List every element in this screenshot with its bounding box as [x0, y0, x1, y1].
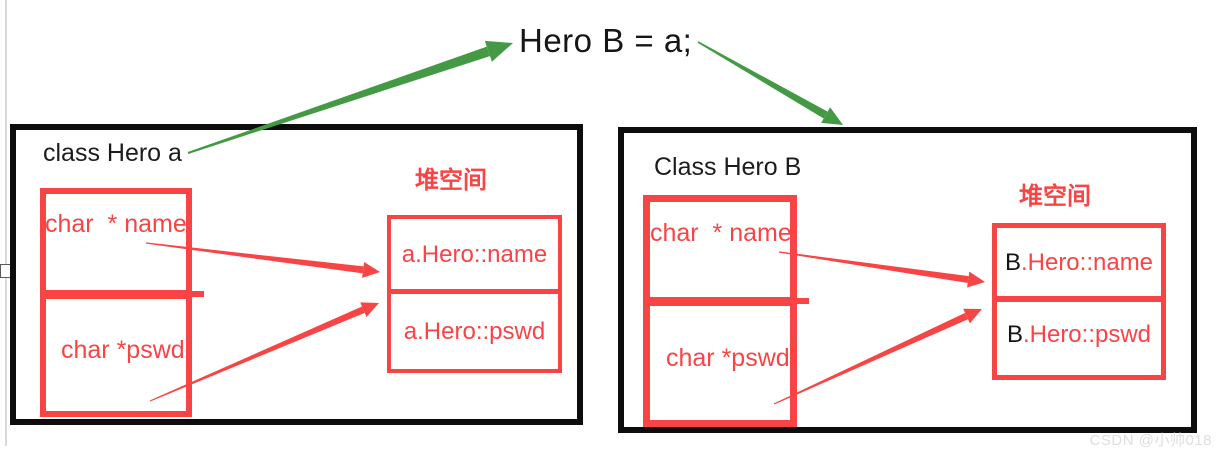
object-b-label: Class Hero B	[654, 153, 802, 181]
object-a-member-divider	[40, 290, 192, 299]
object-b-member-pswd: char *pswd	[666, 344, 790, 372]
heap-box-a-divider	[387, 289, 562, 294]
heap-cell-a-pswd-obj: a	[403, 318, 418, 345]
object-b-member-box	[643, 195, 797, 427]
object-b-panel	[618, 127, 1197, 433]
object-a-member-pswd: char *pswd	[61, 336, 185, 364]
object-b-member-divider	[643, 297, 797, 306]
heap-cell-a-name-obj: a	[401, 241, 416, 268]
code-statement: Hero B = a;	[519, 22, 693, 59]
heap-cell-b-pswd-rest: .Hero::pswd	[1022, 321, 1152, 348]
left-edge-guide-line	[5, 0, 7, 446]
heap-title-left: 堆空间	[415, 167, 487, 194]
heap-box-a	[387, 215, 562, 373]
object-a-member-name: char * name	[45, 210, 187, 238]
green-arrow-from-class-a-to-code-head	[484, 40, 513, 62]
heap-cell-b-pswd-obj: B	[1006, 321, 1023, 348]
heap-cell-b-name-rest: .Hero::name	[1020, 249, 1154, 276]
heap-cell-a-name: a.Hero::name	[387, 243, 562, 267]
heap-cell-a-pswd-rest: .Hero::pswd	[417, 318, 546, 345]
object-a-divider-tick	[192, 291, 204, 297]
heap-cell-b-name: B.Hero::name	[992, 251, 1166, 275]
heap-cell-b-pswd: B.Hero::pswd	[992, 323, 1166, 347]
green-arrow-from-code-to-class-b-body	[697, 41, 828, 119]
object-a-member-box	[40, 188, 192, 417]
object-b-divider-tick	[797, 298, 809, 304]
object-a-label: class Hero a	[43, 139, 182, 167]
heap-cell-a-name-rest: .Hero::name	[415, 241, 548, 268]
object-b-member-name: char * name	[650, 219, 792, 247]
green-arrow-from-code-to-class-b-head	[821, 107, 843, 125]
heap-cell-a-pswd: a.Hero::pswd	[387, 320, 562, 344]
heap-cell-b-name-obj: B	[1004, 249, 1021, 276]
heap-title-right: 堆空间	[1019, 183, 1091, 210]
watermark: CSDN @小帅018	[1089, 432, 1212, 449]
heap-box-b-divider	[992, 296, 1166, 302]
